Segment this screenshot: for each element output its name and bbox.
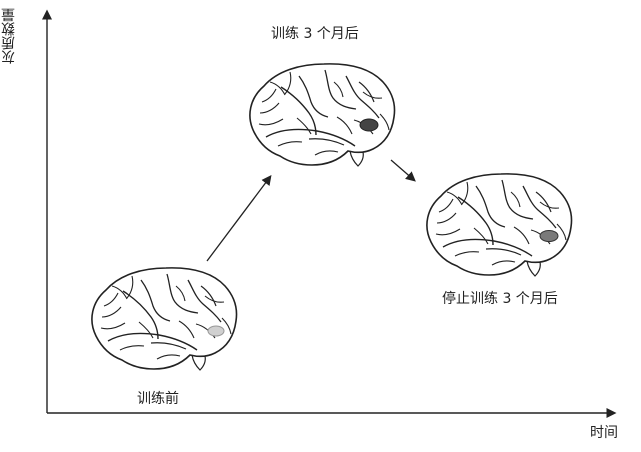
axes (42, 9, 617, 418)
brain-after-3-months (249, 63, 396, 167)
gray-matter-highlight-after (359, 118, 379, 132)
gray-matter-highlight-before (207, 325, 225, 337)
arrow-after-to-stop (390, 159, 416, 182)
stage-label-after-stop-3-months: 停止训练 3 个月后 (442, 291, 558, 307)
y-axis-label: 灰质数量 (1, 8, 17, 64)
x-axis-label: 时间 (590, 425, 618, 441)
gray-matter-highlight-stop (539, 230, 559, 242)
stage-label-before-training: 训练前 (137, 391, 179, 407)
stage-label-after-3-months: 训练 3 个月后 (271, 26, 359, 42)
brain-after-stop-3-months (426, 173, 573, 277)
arrow-before-to-after (206, 175, 272, 262)
progress-arrows (206, 159, 416, 262)
brain-before-training (91, 267, 238, 371)
